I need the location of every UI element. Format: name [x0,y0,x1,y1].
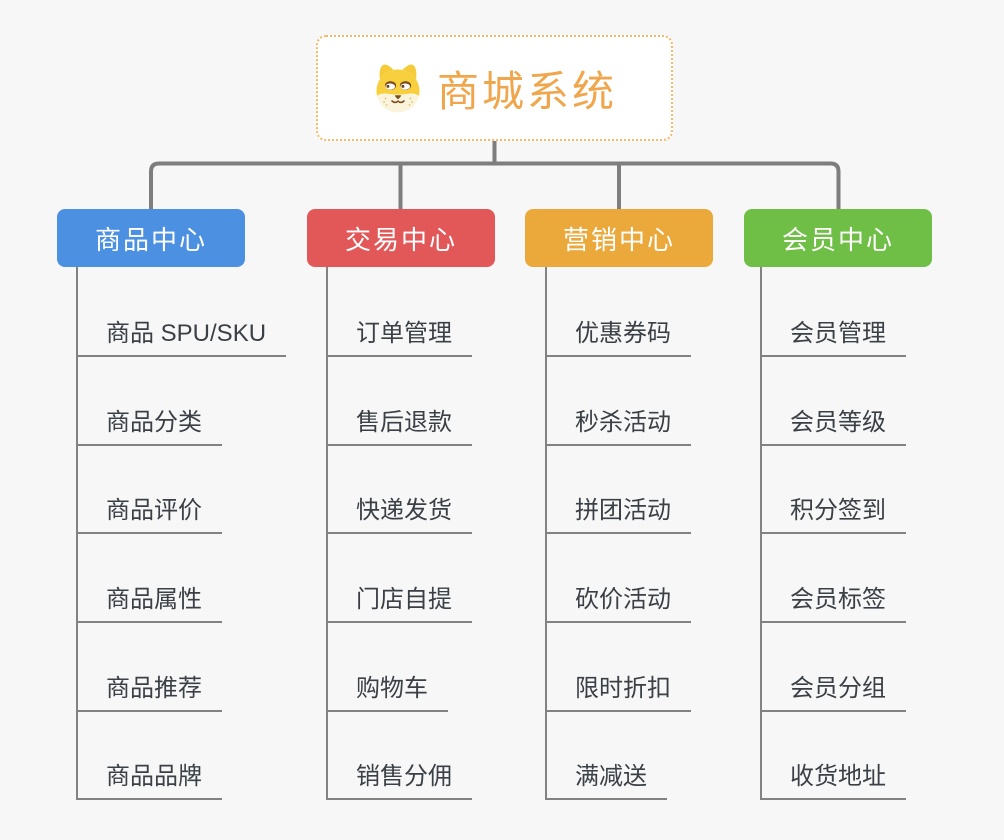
tree-item[interactable]: 商品属性 [76,577,222,623]
root-label: 商城系统 [436,67,617,115]
root-node[interactable]: 商城系统 [316,35,673,141]
tree-item-label: 会员管理 [790,320,886,347]
tree-item[interactable]: 销售分佣 [326,754,472,800]
tree-item-label: 会员分组 [790,675,886,702]
tree-item-label: 限时折扣 [575,675,671,702]
tree-item[interactable]: 优惠券码 [545,311,691,357]
tree-item-label: 积分签到 [790,497,886,524]
tree-item-label: 商品品牌 [106,763,202,790]
tree-item-label: 订单管理 [356,320,452,347]
shiba-dog-icon [376,64,420,113]
tree-item[interactable]: 限时折扣 [545,666,691,712]
tree-item-label: 拼团活动 [575,497,671,524]
tree-item-label: 会员标签 [790,586,886,613]
tree-item[interactable]: 商品品牌 [76,754,222,800]
tree-item[interactable]: 售后退款 [326,400,472,446]
tree-item[interactable]: 会员等级 [760,400,906,446]
tree-item-label: 收货地址 [790,763,886,790]
branch-label: 营销中心 [562,224,675,255]
branch-node-4[interactable]: 会员中心 [744,209,932,267]
tree-item[interactable]: 快递发货 [326,488,472,534]
tree-item-label: 商品属性 [106,586,202,613]
tree-item-label: 购物车 [356,675,428,702]
tree-item-label: 砍价活动 [575,586,671,613]
tree-item[interactable]: 会员标签 [760,577,906,623]
tree-item[interactable]: 砍价活动 [545,577,691,623]
tree-item[interactable]: 商品推荐 [76,666,222,712]
tree-item-label: 快递发货 [356,497,452,524]
branch-label: 交易中心 [344,224,457,255]
tree-item[interactable]: 商品 SPU/SKU [76,311,287,357]
branch-label: 会员中心 [781,224,894,255]
tree-item-label: 门店自提 [356,586,452,613]
tree-item[interactable]: 商品分类 [76,400,222,446]
tree-item-label: 优惠券码 [575,320,671,347]
tree-item[interactable]: 秒杀活动 [545,400,691,446]
tree-item-label: 商品 SPU/SKU [106,320,267,347]
tree-item-label: 商品推荐 [106,675,202,702]
tree-item[interactable]: 满减送 [545,754,667,800]
tree-item[interactable]: 积分签到 [760,488,906,534]
branch-node-3[interactable]: 营销中心 [525,209,713,267]
tree-item[interactable]: 商品评价 [76,488,222,534]
tree-item[interactable]: 会员管理 [760,311,906,357]
tree-item-label: 售后退款 [356,409,452,436]
tree-item[interactable]: 会员分组 [760,666,906,712]
tree-item[interactable]: 门店自提 [326,577,472,623]
tree-item-label: 会员等级 [790,409,886,436]
tree-item-label: 销售分佣 [356,763,452,790]
tree-item-label: 秒杀活动 [575,409,671,436]
branch-bus-line [149,161,841,209]
tree-item-label: 满减送 [575,763,647,790]
tree-item-label: 商品分类 [106,409,202,436]
tree-item[interactable]: 拼团活动 [545,488,691,534]
tree-item[interactable]: 收货地址 [760,754,906,800]
branch-label: 商品中心 [94,224,207,255]
branch-node-1[interactable]: 商品中心 [57,209,245,267]
tree-item[interactable]: 订单管理 [326,311,472,357]
tree-item[interactable]: 购物车 [326,666,448,712]
tree-item-label: 商品评价 [106,497,202,524]
branch-node-2[interactable]: 交易中心 [307,209,495,267]
